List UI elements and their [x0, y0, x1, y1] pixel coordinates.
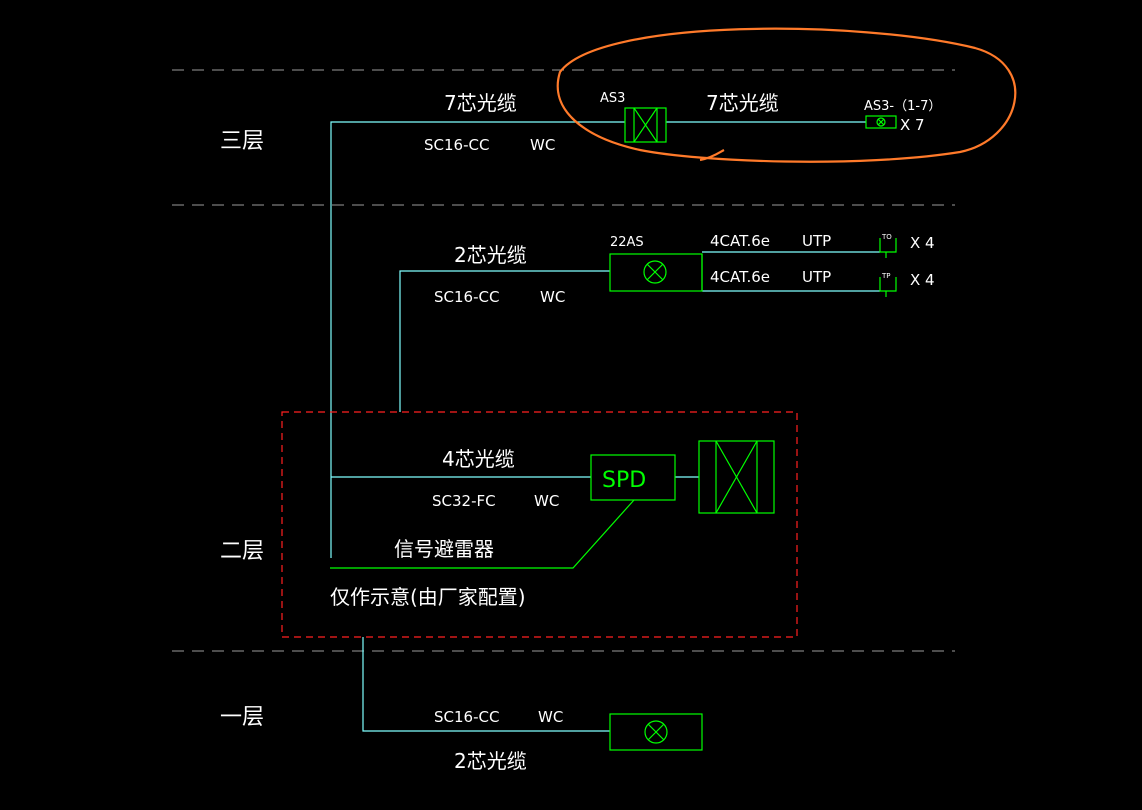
floor-label-first: 一层 — [220, 705, 264, 730]
highlight-annotation-tail — [699, 149, 725, 162]
as3-outlet-count: X 7 — [900, 116, 925, 134]
second-laying-label: WC — [534, 492, 559, 510]
cable-riser-third — [330, 121, 625, 558]
first-conduit-label: SC16-CC — [434, 708, 499, 726]
second-top-conduit-label: SC16-CC — [434, 288, 499, 306]
devices — [330, 107, 897, 751]
third-riser-laying-label: WC — [530, 136, 555, 154]
spd-note-text: 仅作示意(由厂家配置) — [330, 585, 526, 609]
highlight-annotation — [556, 27, 1017, 163]
row1-cable-label: 4CAT.6e — [710, 232, 770, 250]
third-branch-cable-label: 7芯光缆 — [706, 91, 779, 115]
spd-leader-line — [330, 499, 635, 569]
switch-22as-label: 22AS — [610, 235, 644, 250]
outlet-tp-icon — [879, 277, 897, 297]
cable-riser-second-top — [399, 270, 610, 412]
labels: 7芯光缆 SC16-CC WC AS3 7芯光缆 AS3-（1-7） X 7 2… — [330, 91, 941, 773]
as3-outlet-icon — [865, 115, 897, 129]
first-floor-terminal-icon — [609, 713, 703, 751]
row2-type-label: UTP — [802, 268, 831, 286]
row1-count-label: X 4 — [910, 234, 935, 252]
as3-outlet-label: AS3-（1-7） — [864, 99, 941, 114]
row2-cable-label: 4CAT.6e — [710, 268, 770, 286]
row2-count-label: X 4 — [910, 271, 935, 289]
first-cable-label: 2芯光缆 — [454, 749, 527, 773]
first-laying-label: WC — [538, 708, 563, 726]
floor-label-second: 二层 — [220, 539, 264, 564]
odf-frame-icon — [698, 440, 775, 514]
switch-22as-icon — [609, 253, 703, 292]
spd-box-icon — [590, 454, 676, 501]
spd-label: SPD — [602, 468, 646, 493]
third-riser-cable-label: 7芯光缆 — [444, 91, 517, 115]
third-riser-conduit-label: SC16-CC — [424, 136, 489, 154]
cables — [330, 121, 880, 732]
row1-type-label: UTP — [802, 232, 831, 250]
as3-device-label: AS3 — [600, 91, 625, 106]
row2-outlet-label: TP — [881, 272, 891, 280]
second-top-cable-label: 2芯光缆 — [454, 243, 527, 267]
as3-frame-icon — [624, 107, 667, 143]
second-top-laying-label: WC — [540, 288, 565, 306]
outlet-to-icon — [879, 238, 897, 258]
second-conduit-label: SC32-FC — [432, 492, 496, 510]
second-cable-label: 4芯光缆 — [442, 447, 515, 471]
cable-first-floor — [362, 637, 610, 732]
floor-label-third: 三层 — [220, 129, 264, 154]
floor-division-lines — [172, 69, 955, 652]
spd-enclosure — [281, 411, 798, 638]
spd-note-title: 信号避雷器 — [394, 537, 494, 561]
row1-outlet-label: TO — [881, 233, 892, 241]
